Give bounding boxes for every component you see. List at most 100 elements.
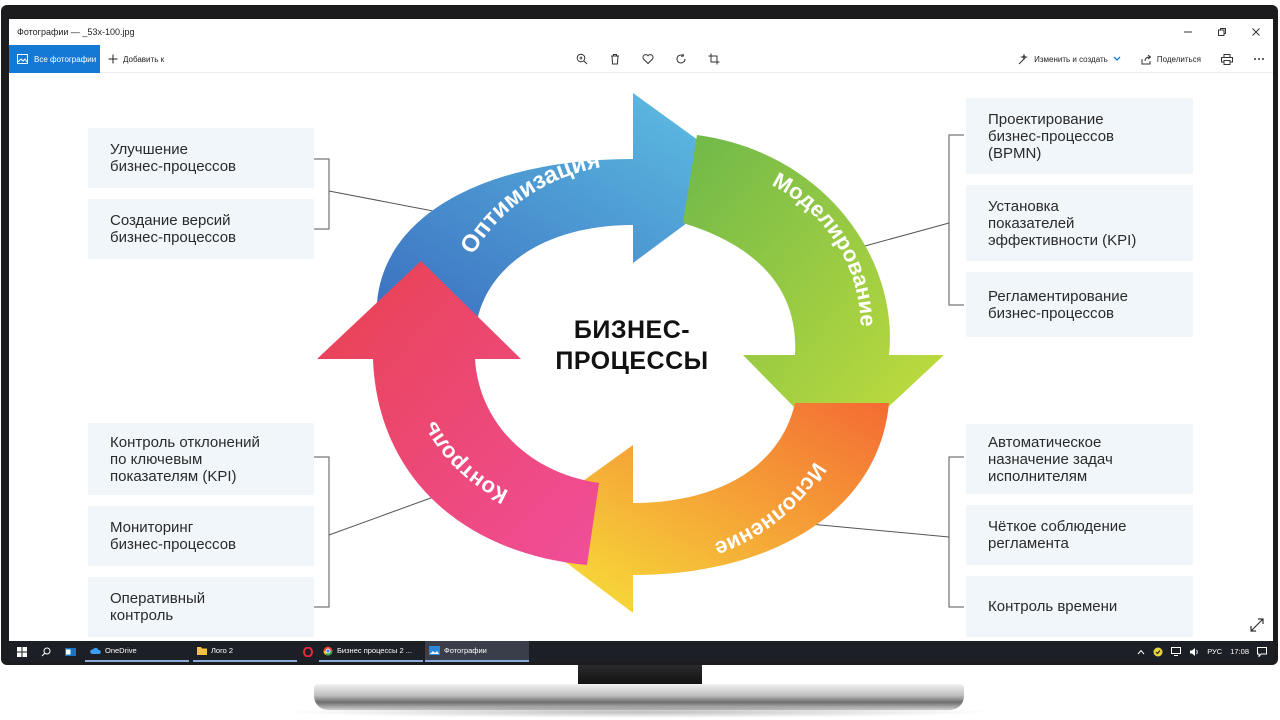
expand-icon[interactable] — [1249, 617, 1265, 633]
bracket-left-bottom — [314, 456, 330, 608]
more-icon — [1254, 58, 1264, 60]
business-process-diagram: Оптимизация Моделирование Исполнение Кон… — [9, 73, 1273, 641]
cycle-diagram: Оптимизация Моделирование Исполнение Кон… — [314, 93, 964, 613]
zoom-button[interactable] — [565, 45, 598, 73]
delete-button[interactable] — [598, 45, 631, 73]
taskbar-app-label: Бизнес процессы 2 ... — [337, 646, 412, 655]
box-regulation: Регламентирование бизнес-процессов — [966, 272, 1193, 337]
close-icon — [1252, 28, 1260, 36]
plus-icon — [108, 54, 118, 64]
taskbar-app-onedrive[interactable]: OneDrive — [85, 641, 189, 662]
all-photos-label: Все фотографии — [34, 54, 97, 64]
box-operational-control: Оперативный контроль — [88, 577, 314, 637]
connector-lines — [314, 134, 964, 608]
box-kpi-setup: Установка показателей эффективности (KPI… — [966, 185, 1193, 261]
favorite-icon — [642, 54, 653, 65]
taskbar-app-photos[interactable]: Фотографии — [425, 641, 529, 662]
taskbar-app-label: Фотографии — [444, 646, 487, 655]
bracket-right-bottom — [948, 456, 964, 608]
network-icon[interactable] — [1171, 647, 1182, 656]
print-button[interactable] — [1221, 53, 1233, 65]
windows-icon — [17, 646, 27, 657]
notifications-icon[interactable] — [1257, 646, 1267, 657]
share-label: Поделиться — [1156, 54, 1201, 64]
bracket-right-top — [948, 134, 964, 306]
box-compliance: Чёткое соблюдение регламента — [966, 505, 1193, 565]
window-title: Фотографии — _53x-100.jpg — [17, 27, 135, 37]
minimize-icon — [1184, 31, 1192, 33]
monitor-stand-neck — [578, 665, 702, 687]
restore-icon — [1218, 28, 1226, 36]
connector-left-top — [328, 190, 434, 212]
share-button[interactable]: Поделиться — [1141, 54, 1201, 65]
box-time-control: Контроль времени — [966, 576, 1193, 637]
share-icon — [1141, 54, 1152, 64]
delete-icon — [610, 54, 619, 65]
crop-button[interactable] — [697, 45, 730, 73]
box-improvement: Улучшение бизнес-процессов — [88, 128, 314, 188]
monitor-stand-base — [314, 684, 964, 710]
clock[interactable]: 17:08 — [1230, 647, 1249, 656]
rotate-button[interactable] — [664, 45, 697, 73]
taskbar-app-folder[interactable]: Лого 2 — [193, 641, 297, 662]
connector-left-bottom — [328, 494, 440, 536]
update-icon[interactable] — [1153, 647, 1163, 657]
search-icon — [41, 647, 51, 656]
add-to-button[interactable]: Добавить к — [108, 45, 164, 73]
opera-button[interactable] — [299, 641, 317, 662]
box-auto-assignment: Автоматическое назначение задач исполнит… — [966, 424, 1193, 494]
center-title: БИЗНЕС- ПРОЦЕССЫ — [555, 316, 709, 375]
connector-right-bottom — [798, 522, 950, 538]
system-tray: РУС 17:08 — [1137, 641, 1267, 662]
more-button[interactable] — [1253, 57, 1265, 61]
folder-icon — [197, 647, 207, 655]
toolbar: Все фотографии Добавить к — [9, 45, 1273, 73]
taskbar: OneDrive Лого 2 Бизнес процессы 2 ... Фо… — [9, 641, 1273, 662]
edit-create-button[interactable]: Изменить и создать — [1018, 53, 1121, 65]
stage-optimization — [377, 93, 749, 321]
chrome-icon — [323, 646, 333, 656]
add-to-label: Добавить к — [123, 54, 165, 64]
rotate-icon — [676, 53, 685, 64]
edit-create-label: Изменить и создать — [1034, 54, 1108, 64]
stage-execution — [519, 403, 889, 613]
box-monitoring: Мониторинг бизнес-процессов — [88, 506, 314, 566]
start-button[interactable] — [13, 641, 31, 662]
stage-modeling — [683, 135, 944, 453]
screen: Фотографии — _53x-100.jpg — [9, 19, 1273, 662]
outlook-button[interactable] — [61, 641, 79, 662]
opera-icon — [303, 646, 313, 657]
minimize-button[interactable] — [1171, 19, 1205, 45]
chevron-up-icon[interactable] — [1137, 649, 1145, 655]
restore-button[interactable] — [1205, 19, 1239, 45]
monitor-stand-shadow — [280, 706, 1000, 718]
crop-icon — [708, 53, 719, 65]
close-button[interactable] — [1239, 19, 1273, 45]
toolbar-right: Изменить и создать Поделиться — [1018, 45, 1265, 73]
language-indicator[interactable]: РУС — [1207, 647, 1223, 656]
box-kpi-deviation: Контроль отклонений по ключевым показате… — [88, 423, 314, 495]
connector-right-top — [864, 222, 950, 247]
edit-create-icon — [1018, 53, 1029, 64]
cloud-icon — [90, 647, 101, 654]
chevron-down-icon — [1113, 56, 1121, 61]
viewer-actions — [565, 45, 730, 73]
box-bpmn-design: Проектирование бизнес-процессов (BPMN) — [966, 98, 1193, 174]
photos-icon — [429, 646, 440, 655]
box-versioning: Создание версий бизнес-процессов — [88, 199, 314, 259]
title-bar: Фотографии — _53x-100.jpg — [9, 19, 1273, 45]
favorite-button[interactable] — [631, 45, 664, 73]
outlook-icon — [64, 647, 76, 656]
photo-icon — [17, 54, 28, 64]
volume-icon[interactable] — [1189, 647, 1199, 657]
window-controls — [1171, 19, 1273, 45]
taskbar-app-chrome[interactable]: Бизнес процессы 2 ... — [319, 641, 423, 662]
bracket-left-top — [314, 158, 330, 230]
print-icon — [1221, 53, 1233, 65]
zoom-icon — [576, 53, 587, 65]
taskbar-app-label: OneDrive — [105, 646, 137, 655]
all-photos-button[interactable]: Все фотографии — [9, 45, 100, 73]
search-button[interactable] — [37, 641, 55, 662]
taskbar-app-label: Лого 2 — [211, 646, 234, 655]
